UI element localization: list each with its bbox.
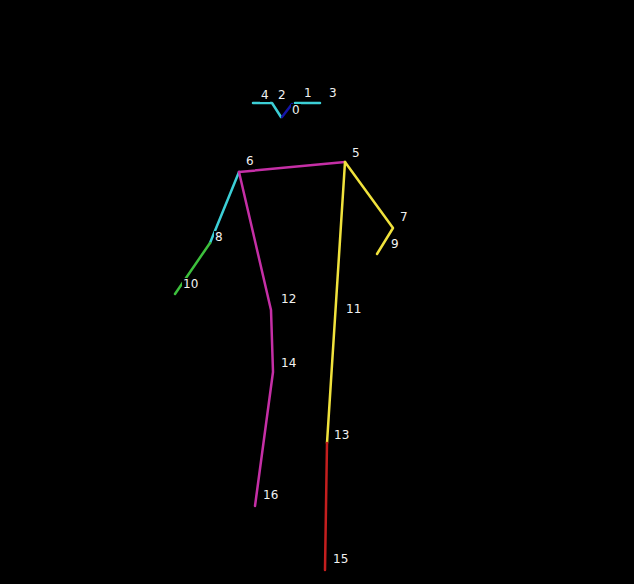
right-side-limb bbox=[239, 172, 273, 506]
keypoint-number: 0 bbox=[291, 104, 301, 117]
shoulder-limb bbox=[239, 162, 345, 172]
keypoint-number: 11 bbox=[345, 303, 362, 316]
keypoint-number: 6 bbox=[245, 155, 255, 168]
keypoint-number: 8 bbox=[214, 231, 224, 244]
keypoint-number: 16 bbox=[262, 489, 279, 502]
keypoint-number: 4 bbox=[260, 89, 270, 102]
left-shin-limb bbox=[325, 443, 327, 570]
head-limb bbox=[253, 103, 281, 117]
keypoint-number: 3 bbox=[328, 87, 338, 100]
keypoint-number: 10 bbox=[182, 278, 199, 291]
keypoint-number: 2 bbox=[277, 89, 287, 102]
left-side-limb bbox=[327, 162, 345, 443]
keypoint-number: 5 bbox=[351, 147, 361, 160]
keypoint-number: 13 bbox=[333, 429, 350, 442]
right-upper-arm-limb bbox=[210, 172, 239, 243]
keypoint-number: 1 bbox=[303, 87, 313, 100]
left-arm-limb bbox=[345, 162, 393, 254]
keypoint-number: 12 bbox=[280, 293, 297, 306]
keypoint-number: 14 bbox=[280, 357, 297, 370]
keypoint-number: 15 bbox=[332, 553, 349, 566]
keypoint-number: 9 bbox=[390, 238, 400, 251]
right-forearm-limb bbox=[175, 243, 210, 294]
keypoint-number: 7 bbox=[399, 211, 409, 224]
